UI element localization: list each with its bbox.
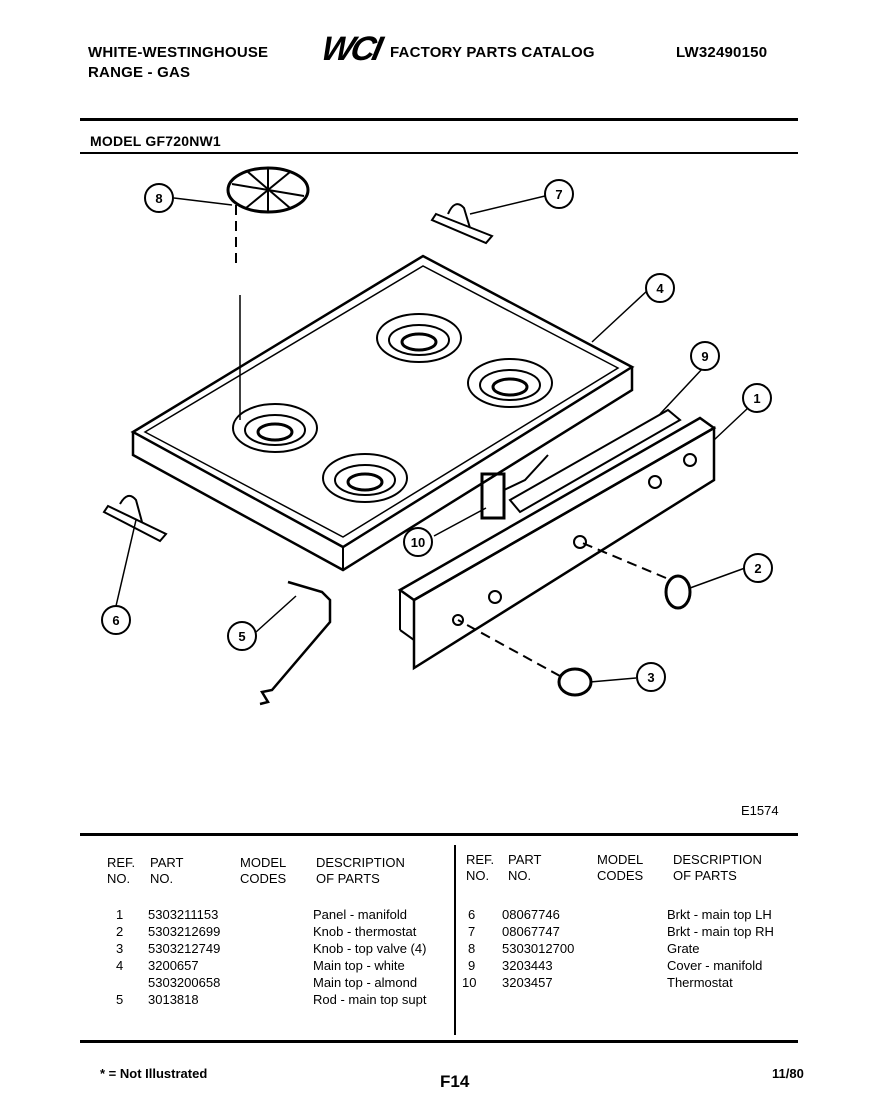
bracket-rh-part [430, 203, 494, 245]
bracket-lh-part [102, 494, 168, 543]
header-rule [80, 118, 798, 121]
main-top-part [130, 254, 635, 572]
manifold-panel-part [397, 416, 717, 671]
footnote: * = Not Illustrated [100, 1066, 208, 1081]
revision-date: 11/80 [772, 1066, 804, 1081]
table-divider [454, 845, 456, 1035]
svg-text:1: 1 [753, 391, 760, 406]
table-top-rule [80, 833, 798, 836]
grate-part [226, 166, 310, 420]
knob-thermostat-part [579, 541, 692, 610]
callout-7 [544, 179, 574, 209]
svg-text:7: 7 [555, 187, 562, 202]
thermostat-part [480, 454, 549, 520]
knob-top-valve-part [457, 619, 593, 697]
model-rule [80, 152, 798, 154]
manifold-cover-part [508, 408, 682, 514]
callout-2 [743, 553, 773, 583]
callout-8 [144, 183, 174, 213]
svg-text:4: 4 [656, 281, 664, 296]
wci-logo: WCI [318, 30, 384, 68]
svg-text:3: 3 [647, 670, 654, 685]
brand-line1: WHITE-WESTINGHOUSE [88, 44, 269, 61]
brand-line2: RANGE - GAS [88, 64, 191, 81]
callout-10 [403, 527, 433, 557]
svg-text:9: 9 [701, 349, 708, 364]
callout-1 [742, 383, 772, 413]
figure-code: E1574 [741, 803, 779, 818]
svg-text:10: 10 [411, 535, 425, 550]
catalog-title: FACTORY PARTS CATALOG [390, 44, 595, 61]
callout-3 [636, 662, 666, 692]
table-bottom-rule [80, 1040, 798, 1043]
page-number: F14 [440, 1072, 470, 1091]
svg-text:5: 5 [238, 629, 245, 644]
svg-text:8: 8 [155, 191, 162, 206]
header-ref-right: REF.NO. [466, 852, 495, 883]
svg-text:2: 2 [754, 561, 761, 576]
callout-4 [645, 273, 675, 303]
header-ref-left: REF.NO. [107, 855, 136, 886]
svg-text:6: 6 [112, 613, 119, 628]
model-label: MODEL GF720NW1 [90, 133, 221, 149]
rod-part [259, 580, 332, 706]
callout-5 [227, 621, 257, 651]
callout-9 [690, 341, 720, 371]
doc-number: LW32490150 [676, 44, 768, 61]
exploded-parts-diagram: 8 7 4 9 1 2 3 5 6 10 [101, 166, 773, 706]
callout-6 [101, 605, 131, 635]
